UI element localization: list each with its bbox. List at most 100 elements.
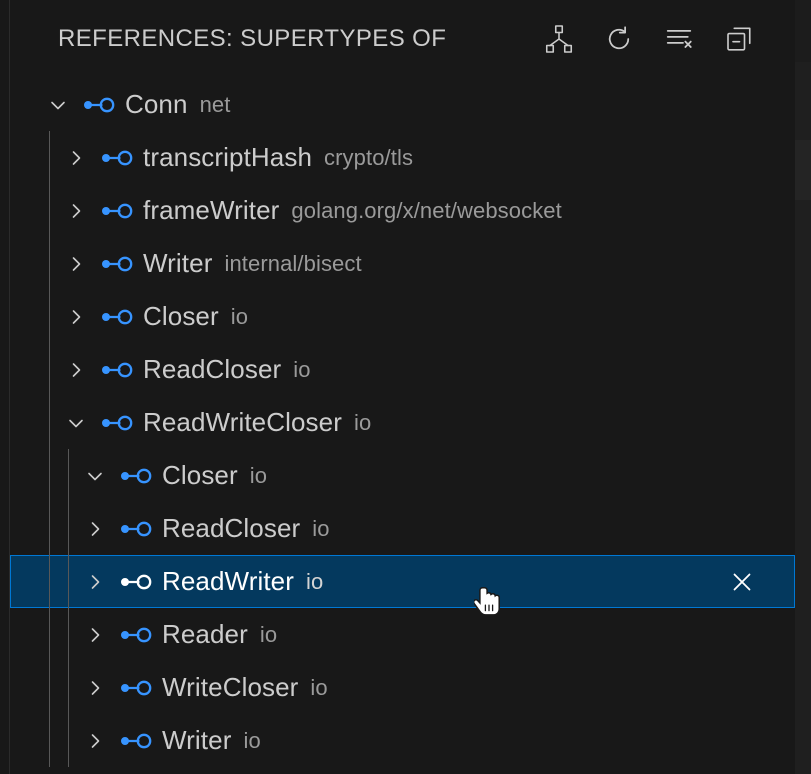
panel-left-border (9, 0, 10, 774)
twisty-right-icon[interactable] (85, 678, 105, 698)
indent-guide (49, 714, 50, 767)
collapse-all-icon (724, 24, 754, 54)
indent-guide (49, 502, 50, 555)
tree-row-name: frameWriter (143, 195, 280, 225)
tree-row-name: Writer (162, 725, 232, 755)
tree-row-name: Closer (162, 460, 238, 490)
go-interface-icon (119, 466, 153, 486)
adjacent-editor-edge (795, 0, 811, 774)
tree-row-name: ReadWriter (162, 566, 295, 596)
tree-row-name: Writer (143, 248, 213, 278)
tree-row[interactable]: Closer io (10, 290, 795, 343)
twisty-right-icon[interactable] (66, 201, 86, 221)
tree-row-name: ReadCloser (162, 513, 301, 543)
indent-guide (68, 449, 69, 502)
tree-row-package: io (353, 409, 372, 435)
go-interface-icon (100, 307, 134, 327)
panel-header: REFERENCES: SUPERTYPES OF (10, 0, 795, 78)
go-interface-icon (100, 360, 134, 380)
tree-row-package: io (293, 356, 311, 382)
tree-row-package: net (199, 91, 231, 117)
indent-guide (49, 396, 50, 449)
twisty-down-icon[interactable] (48, 95, 68, 115)
go-interface-icon (100, 201, 134, 221)
collapse-all-button[interactable] (721, 21, 757, 57)
go-interface-icon (100, 413, 134, 433)
clear-all-button[interactable] (661, 21, 697, 57)
go-interface-icon (119, 625, 153, 645)
indent-guide (49, 608, 50, 661)
indent-guide (49, 237, 50, 290)
indent-guide (68, 502, 69, 555)
tree-row-package: internal/bisect (224, 250, 362, 276)
tree-row[interactable]: ReadCloser io (10, 343, 795, 396)
tree-row-package: crypto/tls (324, 144, 414, 170)
twisty-right-icon[interactable] (85, 731, 105, 751)
twisty-right-icon[interactable] (85, 572, 105, 592)
twisty-down-icon[interactable] (85, 466, 105, 486)
tree-row[interactable]: ReadWriter io (10, 555, 795, 608)
twisty-right-icon[interactable] (66, 254, 86, 274)
tree-row-package: io (259, 621, 278, 647)
tree-row-package: io (310, 674, 328, 700)
tree-row-name: ReadCloser (143, 354, 282, 384)
indent-guide (49, 555, 50, 608)
twisty-right-icon[interactable] (85, 625, 105, 645)
adjacent-editor-edge-top (795, 0, 811, 62)
page-title: REFERENCES: SUPERTYPES OF (58, 25, 447, 52)
tree-row[interactable]: Writer io (10, 714, 795, 767)
indent-guide (49, 449, 50, 502)
twisty-right-icon[interactable] (66, 360, 86, 380)
tree-row-name: WriteCloser (162, 672, 299, 702)
tree-row-name: Conn (125, 89, 188, 119)
tree-row[interactable]: Writer internal/bisect (10, 237, 795, 290)
tree-row-name: ReadWriteCloser (143, 407, 342, 437)
go-interface-icon (119, 572, 153, 592)
twisty-down-icon[interactable] (66, 413, 86, 433)
twisty-right-icon[interactable] (66, 148, 86, 168)
indent-guide (49, 661, 50, 714)
tree-row[interactable]: frameWriter golang.org/x/net/websocket (10, 184, 795, 237)
indent-guide (49, 131, 50, 184)
indent-guide (49, 184, 50, 237)
refresh-button[interactable] (601, 21, 637, 57)
indent-guide (68, 661, 69, 714)
tree-row-package: io (243, 727, 261, 753)
clear-all-icon (664, 24, 694, 54)
go-interface-icon (100, 254, 134, 274)
show-hierarchy-icon (544, 24, 574, 54)
indent-guide (68, 714, 69, 767)
tree-row[interactable]: transcriptHash crypto/tls (10, 131, 795, 184)
header-action-bar (541, 21, 757, 57)
refresh-icon (604, 24, 634, 54)
indent-guide (49, 343, 50, 396)
indent-guide (68, 608, 69, 661)
tree-row[interactable]: ReadWriteCloser io (10, 396, 795, 449)
go-interface-icon (119, 519, 153, 539)
tree-row[interactable]: WriteCloser io (10, 661, 795, 714)
tree-row-package: io (230, 303, 249, 329)
go-interface-icon (100, 148, 134, 168)
go-interface-icon (82, 95, 116, 115)
tree-row[interactable]: Reader io (10, 608, 795, 661)
show-hierarchy-button[interactable] (541, 21, 577, 57)
indent-guide (68, 555, 69, 608)
twisty-right-icon[interactable] (85, 519, 105, 539)
tree-row-package: io (306, 568, 324, 594)
tree-row-package: golang.org/x/net/websocket (291, 197, 562, 223)
tree-row-name: transcriptHash (143, 142, 313, 172)
indent-guide (49, 290, 50, 343)
go-interface-icon (119, 731, 153, 751)
tree-row[interactable]: Closer io (10, 449, 795, 502)
tree-row-name: Reader (162, 619, 248, 649)
tree-row-package: io (249, 462, 268, 488)
go-interface-icon (119, 678, 153, 698)
adjacent-editor-edge-band (795, 140, 811, 200)
tree-row-name: Closer (143, 301, 219, 331)
twisty-right-icon[interactable] (66, 307, 86, 327)
close-icon[interactable] (725, 565, 759, 599)
